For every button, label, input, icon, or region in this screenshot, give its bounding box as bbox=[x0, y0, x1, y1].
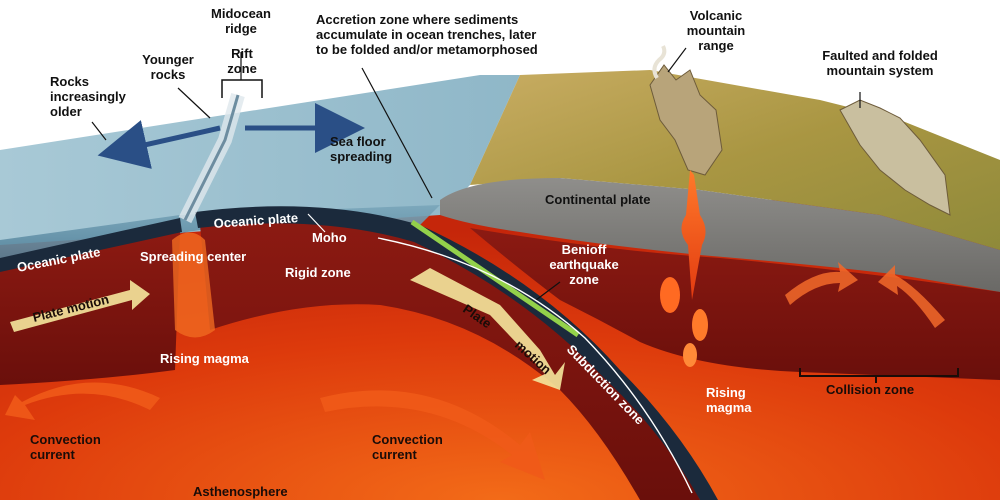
label-line: Continental plate bbox=[545, 192, 650, 207]
label-line: range bbox=[698, 38, 733, 53]
label-line: mountain bbox=[687, 23, 746, 38]
label-line: older bbox=[50, 104, 82, 119]
label-line: ridge bbox=[225, 21, 257, 36]
label-line: zone bbox=[227, 61, 257, 76]
magma-blob-3 bbox=[683, 343, 697, 367]
label-line: current bbox=[372, 447, 417, 462]
label-collision-zone: Collision zone bbox=[826, 382, 914, 397]
leader-moho bbox=[307, 213, 326, 233]
leader-benioff bbox=[535, 281, 561, 301]
label-moho: Moho bbox=[312, 230, 347, 245]
convection-arrow-collision-right bbox=[878, 265, 945, 328]
label-line: mountain system bbox=[827, 63, 934, 78]
label-line: Oceanic plate bbox=[213, 210, 298, 231]
faulted-mountain-system bbox=[839, 99, 951, 216]
spreading-center-magma bbox=[172, 232, 215, 338]
label-line: to be folded and/or metamorphosed bbox=[316, 42, 538, 57]
convection-arrow-mid bbox=[320, 390, 545, 480]
subduction-zone-outline bbox=[377, 237, 693, 494]
continental-lithosphere bbox=[470, 228, 1000, 380]
label-line: Volcanic bbox=[690, 8, 743, 23]
leader-volcanic bbox=[667, 47, 687, 73]
label-line: Rising bbox=[706, 385, 746, 400]
label-line: Accretion zone where sediments bbox=[316, 12, 518, 27]
plate-motion-arrow-left bbox=[10, 280, 150, 332]
label-line: Sea floor bbox=[330, 134, 386, 149]
label-line: rocks bbox=[151, 67, 186, 82]
label-line: increasingly bbox=[50, 89, 127, 104]
magma-blob-2 bbox=[692, 309, 708, 341]
label-line: Collision zone bbox=[826, 382, 914, 397]
leader-accretion bbox=[361, 67, 433, 199]
label-line: magma bbox=[706, 400, 752, 415]
label-rising-magma-left: Rising magma bbox=[160, 351, 250, 366]
oceanic-lithosphere-mid bbox=[200, 219, 700, 500]
convection-arrow-collision-left bbox=[785, 262, 858, 305]
magma-blob-1 bbox=[660, 277, 680, 313]
accretion-zone-line bbox=[410, 219, 580, 338]
collision-zone-bracket bbox=[799, 368, 959, 377]
volcano-smoke bbox=[652, 45, 667, 80]
spreading-arrow-left bbox=[97, 120, 221, 169]
plate-motion-arrow-right bbox=[410, 268, 565, 390]
label-line: Moho bbox=[312, 230, 347, 245]
label-spreading-center: Spreading center bbox=[140, 249, 246, 264]
label-line: Asthenosphere bbox=[193, 484, 288, 499]
label-line: Midocean bbox=[211, 6, 271, 21]
rift-zone-bracket bbox=[221, 79, 263, 98]
convection-arrow-left bbox=[5, 382, 160, 420]
label-line: Faulted and folded bbox=[822, 48, 938, 63]
label-line: spreading bbox=[330, 149, 392, 164]
ocean-surface bbox=[0, 75, 520, 245]
label-line: earthquake bbox=[549, 257, 618, 272]
label-line: zone bbox=[569, 272, 599, 287]
volcanic-mountain-range bbox=[649, 64, 723, 176]
label-line: Spreading center bbox=[140, 249, 246, 264]
label-line: Younger bbox=[142, 52, 194, 67]
label-line: Benioff bbox=[562, 242, 607, 257]
label-line: Convection bbox=[30, 432, 101, 447]
label-oceanic-plate-mid: Oceanic plate bbox=[213, 210, 298, 231]
leader-younger bbox=[177, 87, 211, 119]
label-line: Rigid zone bbox=[285, 265, 351, 280]
label-continental-plate: Continental plate bbox=[545, 192, 650, 207]
label-line: accumulate in ocean trenches, later bbox=[316, 27, 536, 42]
label-asthenosphere: Asthenosphere bbox=[193, 484, 288, 499]
rift-crack bbox=[183, 94, 240, 221]
label-line: Rift bbox=[231, 46, 253, 61]
label-line: Rocks bbox=[50, 74, 89, 89]
label-line: Convection bbox=[372, 432, 443, 447]
label-line: current bbox=[30, 447, 75, 462]
leader-older bbox=[91, 121, 107, 141]
volcanic-magma-plume bbox=[681, 170, 706, 300]
oceanic-plate-left bbox=[0, 218, 182, 272]
label-line: Rising magma bbox=[160, 351, 250, 366]
continental-plate bbox=[440, 178, 1000, 292]
label-rigid-zone: Rigid zone bbox=[285, 265, 351, 280]
